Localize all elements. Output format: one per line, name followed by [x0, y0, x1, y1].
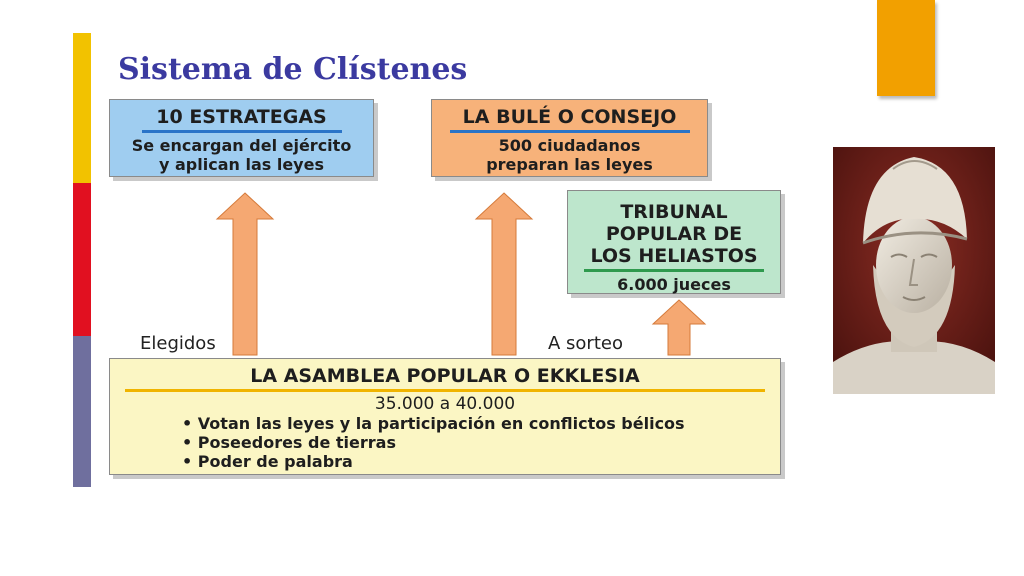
bule-title: LA BULÉ O CONSEJO — [462, 106, 677, 128]
estrategas-line-2: y aplican las leyes — [159, 155, 324, 174]
accent-square — [877, 0, 935, 96]
arrow-to-bule — [474, 192, 534, 356]
label-elegidos: Elegidos — [140, 333, 216, 354]
arrow-to-tribunal — [651, 299, 707, 356]
tribunal-underline — [584, 269, 764, 272]
estrategas-box: 10 ESTRATEGAS Se encargan del ejército y… — [109, 99, 374, 177]
slide-title: Sistema de Clístenes — [118, 52, 468, 87]
bule-underline — [449, 130, 690, 133]
tribunal-sub: 6.000 jueces — [617, 275, 731, 294]
tribunal-title-2: POPULAR DE — [605, 223, 743, 245]
pericles-bust-icon — [833, 147, 995, 394]
estrategas-line-1: Se encargan del ejército — [131, 136, 352, 155]
asamblea-box: LA ASAMBLEA POPULAR O EKKLESIA 35.000 a … — [109, 358, 781, 475]
asamblea-count: 35.000 a 40.000 — [374, 394, 516, 414]
asamblea-bullet-1: • Votan las leyes y la participación en … — [182, 414, 685, 433]
label-sorteo: A sorteo — [548, 333, 623, 354]
asamblea-underline — [125, 389, 765, 392]
bule-line-2: preparan las leyes — [486, 155, 653, 174]
tribunal-title-3: LOS HELIASTOS — [590, 245, 758, 267]
arrow-to-estrategas — [215, 192, 275, 356]
tribunal-box: TRIBUNAL POPULAR DE LOS HELIASTOS 6.000 … — [567, 190, 781, 294]
bule-box: LA BULÉ O CONSEJO 500 ciudadanos prepara… — [431, 99, 708, 177]
accent-bar-blue — [73, 336, 91, 487]
asamblea-bullet-3: • Poder de palabra — [182, 452, 353, 471]
estrategas-underline — [141, 130, 342, 133]
asamblea-bullet-2: • Poseedores de tierras — [182, 433, 396, 452]
estrategas-title: 10 ESTRATEGAS — [156, 106, 327, 128]
bule-line-1: 500 ciudadanos — [498, 136, 641, 155]
asamblea-title: LA ASAMBLEA POPULAR O EKKLESIA — [250, 365, 640, 387]
accent-bar-yellow — [73, 33, 91, 183]
tribunal-title-1: TRIBUNAL — [620, 201, 728, 223]
accent-bar-red — [73, 183, 91, 336]
